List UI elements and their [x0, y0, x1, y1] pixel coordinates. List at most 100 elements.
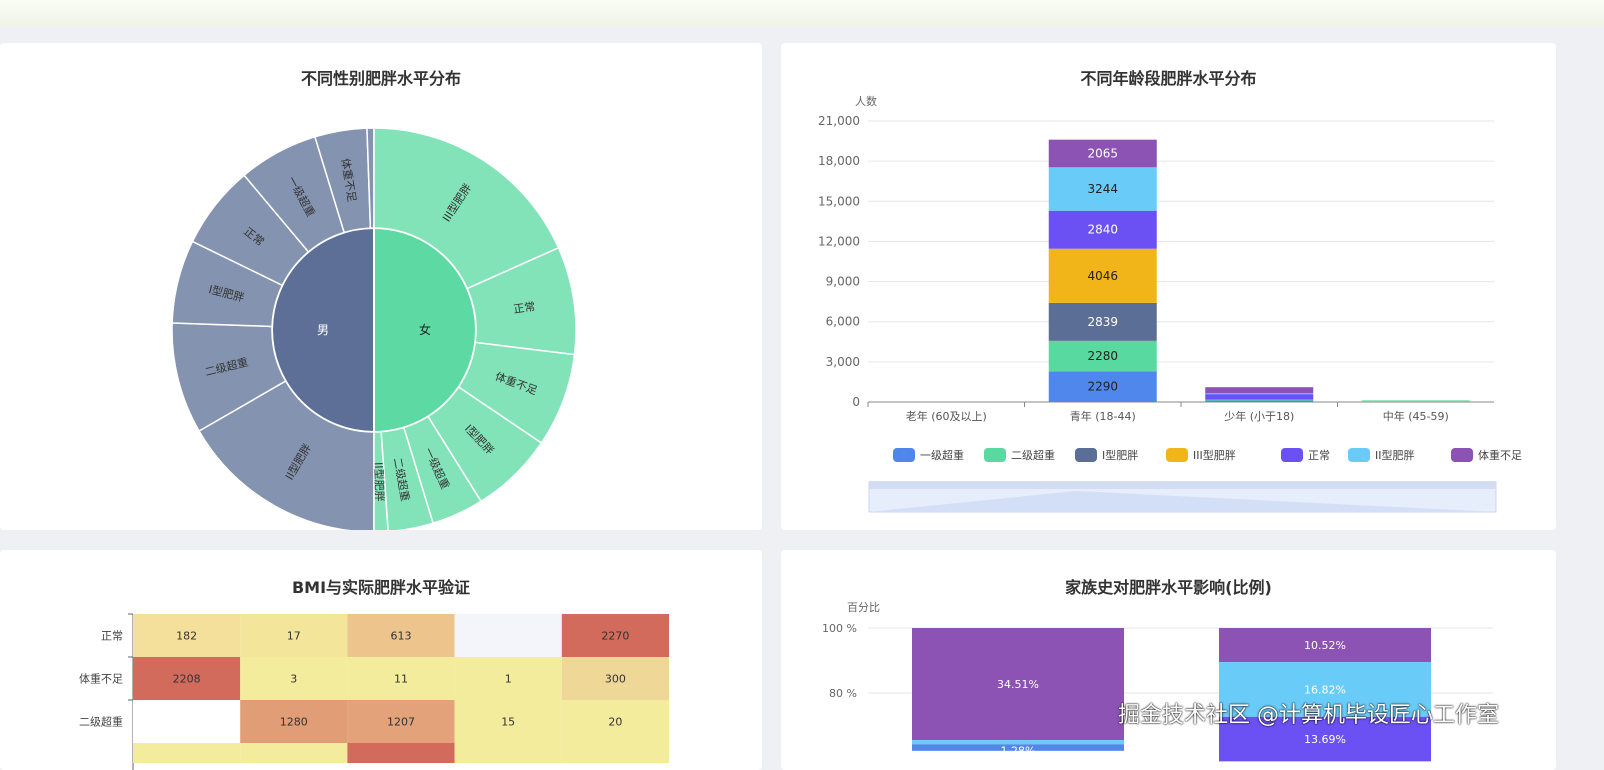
legend-swatch[interactable] — [1348, 448, 1370, 462]
y-tick-label: 0 — [852, 395, 860, 409]
bar-data-label: 34.51% — [997, 678, 1039, 691]
heatmap-cell[interactable] — [561, 614, 669, 657]
top-band — [0, 0, 1604, 26]
heatmap-value: 15 — [501, 716, 515, 729]
heatmap-value: 17 — [287, 630, 301, 643]
heatmap-cell[interactable] — [347, 700, 455, 743]
heatmap-cell[interactable] — [133, 700, 241, 743]
heatmap-cell[interactable] — [454, 657, 562, 700]
bar-segment[interactable] — [1205, 393, 1314, 400]
sunburst-outer-segment[interactable] — [373, 430, 389, 530]
bar-segment[interactable] — [1048, 371, 1157, 402]
heatmap-cell[interactable] — [561, 700, 669, 743]
datazoom-handle-bar[interactable] — [869, 481, 1496, 489]
bar-segment[interactable] — [1361, 400, 1470, 402]
bar-segment[interactable] — [1048, 210, 1157, 249]
y-tick-label: 80 % — [829, 687, 857, 700]
y-axis-label: 人数 — [855, 95, 877, 108]
heatmap-cell[interactable] — [240, 614, 348, 657]
sunburst-outer-segment[interactable] — [198, 379, 375, 530]
legend-label[interactable]: I型肥胖 — [1102, 448, 1138, 462]
heatmap-cell[interactable] — [240, 700, 348, 743]
x-tick-label: 中年 (45-59) — [1383, 409, 1449, 423]
bar-data-label: 1.28% — [1001, 744, 1036, 757]
bar-data-label: 2290 — [1087, 380, 1118, 394]
bar-segment[interactable] — [1048, 340, 1157, 372]
bar-data-label: 2840 — [1087, 223, 1118, 237]
heatmap-cell[interactable] — [133, 614, 241, 657]
bar-segment[interactable] — [1205, 399, 1314, 401]
bar-data-label: 4046 — [1087, 269, 1118, 283]
row-label: 体重不足 — [79, 672, 123, 686]
bar-segment[interactable] — [1219, 662, 1431, 717]
bar-segment[interactable] — [1205, 400, 1314, 402]
sunburst-outer-label: 正常 — [513, 300, 537, 316]
bar-segment[interactable] — [1219, 628, 1431, 663]
heatmap-cell[interactable] — [561, 657, 669, 700]
y-tick-label: 9,000 — [826, 275, 860, 289]
legend-label[interactable]: 二级超重 — [1011, 448, 1055, 462]
heatmap-value: 3 — [290, 673, 297, 686]
legend-label[interactable]: 正常 — [1308, 449, 1330, 462]
age-bar-chart[interactable]: 人数 0 3,000 6,000 9,000 12,000 15,000 18,000 21,0… — [781, 43, 1556, 530]
bar-segment[interactable] — [1048, 248, 1157, 303]
heatmap-value: 1 — [505, 673, 512, 686]
family-chart-title: 家族史对肥胖水平影响(比例) — [1065, 578, 1272, 597]
legend-swatch[interactable] — [1281, 448, 1303, 462]
y-tick-label: 21,000 — [818, 114, 860, 128]
heatmap-cell[interactable] — [454, 700, 562, 743]
heatmap-cell — [133, 743, 241, 763]
y-tick-label: 100 % — [822, 622, 857, 635]
bar-segment[interactable] — [1048, 139, 1157, 168]
heatmap-title: BMI与实际肥胖水平验证 — [291, 578, 471, 597]
y-tick-label: 15,000 — [818, 194, 860, 208]
y-tick-label: 6,000 — [826, 315, 860, 329]
bar-segment[interactable] — [1048, 302, 1157, 341]
legend-label[interactable]: III型肥胖 — [1193, 448, 1236, 462]
sunburst-inner-label: 女 — [419, 322, 431, 337]
bar-segment[interactable] — [1048, 167, 1157, 211]
legend-label[interactable]: 一级超重 — [920, 448, 964, 462]
y-tick-label: 12,000 — [818, 234, 860, 248]
heatmap-cell[interactable] — [347, 614, 455, 657]
heatmap-cell[interactable] — [133, 657, 241, 700]
heatmap-cell — [561, 743, 669, 763]
x-tick-label: 少年 (小于18) — [1224, 409, 1294, 423]
heatmap-value: 182 — [176, 630, 197, 643]
bar-data-label: 2065 — [1087, 146, 1118, 160]
bar-data-label: 3244 — [1087, 182, 1118, 196]
legend-label[interactable]: II型肥胖 — [1375, 448, 1415, 462]
sunburst-chart[interactable]: 男II型肥胖二级超重I型肥胖正常一级超重体重不足女III型肥胖正常体重不足I型肥… — [0, 43, 762, 530]
legend-swatch[interactable] — [1075, 448, 1097, 462]
bar-segment[interactable] — [1205, 387, 1314, 394]
heatmap-value: 1207 — [387, 716, 415, 729]
heatmap-value: 2208 — [173, 673, 201, 686]
bar-segment[interactable] — [912, 628, 1124, 741]
legend-swatch[interactable] — [984, 448, 1006, 462]
legend-swatch[interactable] — [1166, 448, 1188, 462]
bar-segment[interactable] — [912, 740, 1124, 745]
heatmap-cell[interactable] — [240, 657, 348, 700]
y-tick-label: 3,000 — [826, 355, 860, 369]
legend-label[interactable]: 体重不足 — [1478, 448, 1522, 462]
heatmap-value: 11 — [394, 673, 408, 686]
bar-segment[interactable] — [1219, 716, 1431, 762]
sunburst-inner-label: 男 — [317, 323, 329, 337]
watermark: 掘金技术社区 @计算机毕设匠心工作室 — [1118, 703, 1499, 728]
bar-data-label: 16.82% — [1304, 684, 1346, 697]
bar-data-label: 2280 — [1087, 349, 1118, 363]
bar-segment[interactable] — [912, 744, 1124, 751]
y-tick-label: 18,000 — [818, 154, 860, 168]
heatmap-cell[interactable] — [454, 614, 562, 657]
legend-swatch[interactable] — [893, 448, 915, 462]
sunburst-outer-segment[interactable] — [373, 127, 560, 290]
heatmap-cell[interactable] — [347, 657, 455, 700]
legend-swatch[interactable] — [1451, 448, 1473, 462]
bar-segment[interactable] — [1205, 393, 1314, 395]
x-tick-label: 青年 (18-44) — [1070, 409, 1136, 423]
sunburst-outer-label: II型肥胖 — [372, 462, 387, 502]
